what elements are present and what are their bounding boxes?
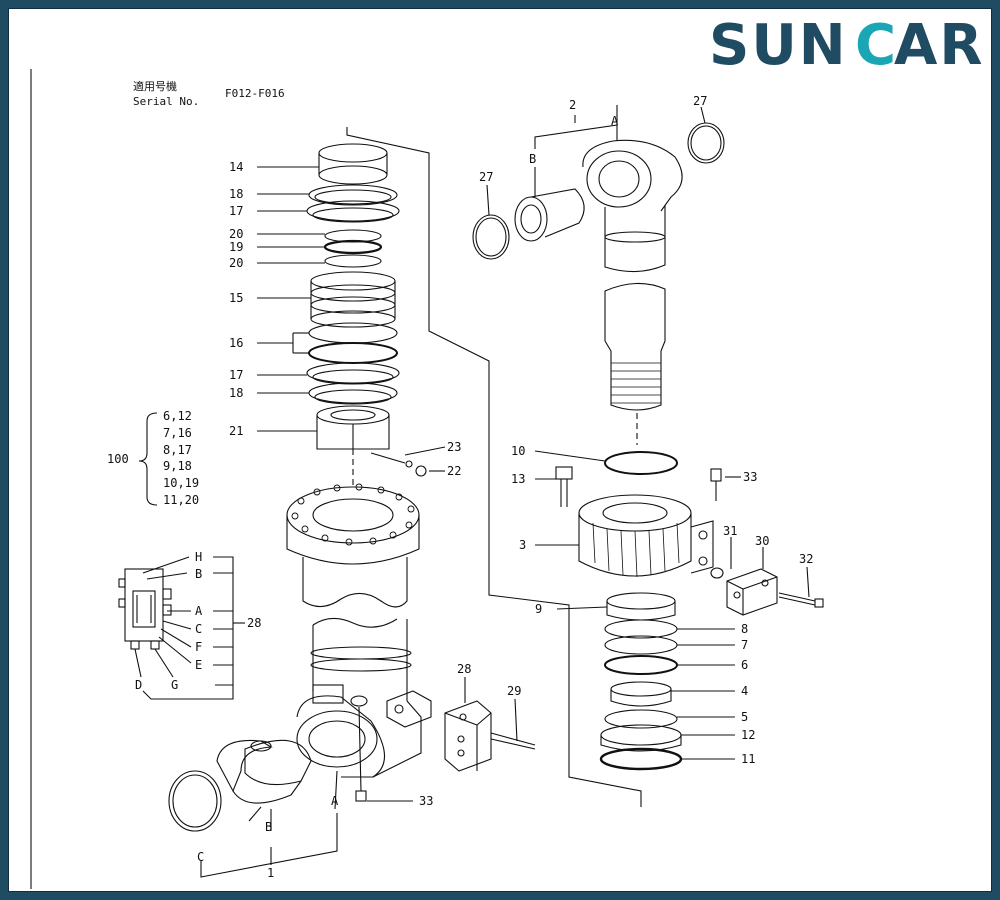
letter-A-right: A [611, 114, 619, 128]
letter-H: H [195, 550, 202, 564]
group-100-item: 6,12 [163, 409, 192, 423]
part-label-16: 16 [229, 336, 243, 350]
exploded-parts-diagram: 適用号機 Serial No. F012-F016 14 18 17 20 19… [30, 69, 824, 889]
suncar-logo: SUN C AR [709, 13, 985, 78]
letter-A-inset: A [195, 604, 203, 618]
part-label-12: 12 [741, 728, 755, 742]
group-100-label: 100 [107, 452, 129, 466]
part-label-13: 13 [511, 472, 525, 486]
serial-label: Serial No. [133, 95, 199, 108]
group-100-item: 8,17 [163, 443, 192, 457]
part-label-27b: 27 [479, 170, 493, 184]
part-label-20b: 20 [229, 256, 243, 270]
part-label-22: 22 [447, 464, 461, 478]
part-label-4: 4 [741, 684, 748, 698]
letter-C-bottom: C [197, 850, 204, 864]
part-label-14: 14 [229, 160, 243, 174]
letter-B-right: B [529, 152, 536, 166]
part-label-7: 7 [741, 638, 748, 652]
part-label-2: 2 [569, 98, 576, 112]
letter-B-bottom: B [265, 820, 272, 834]
letter-D: D [135, 678, 142, 692]
part-label-30: 30 [755, 534, 769, 548]
part-label-28-inset: 28 [247, 616, 261, 630]
group-100-item: 10,19 [163, 476, 199, 490]
part-label-3: 3 [519, 538, 526, 552]
group-100-item: 11,20 [163, 493, 199, 507]
part-label-10: 10 [511, 444, 525, 458]
part-label-33-bottom: 33 [419, 794, 433, 808]
part-label-15: 15 [229, 291, 243, 305]
letter-F: F [195, 640, 202, 654]
part-label-6: 6 [741, 658, 748, 672]
letter-A-bottom: A [331, 794, 339, 808]
part-label-27a: 27 [693, 94, 707, 108]
part-label-11: 11 [741, 752, 755, 766]
part-label-31: 31 [723, 524, 737, 538]
part-label-17a: 17 [229, 204, 243, 218]
part-label-18a: 18 [229, 187, 243, 201]
part-label-5: 5 [741, 710, 748, 724]
diagram-frame: SUN C AR [8, 8, 992, 892]
part-label-20a: 20 [229, 227, 243, 241]
serial-jp-label: 適用号機 [133, 79, 177, 93]
letter-E: E [195, 658, 202, 672]
part-label-21: 21 [229, 424, 243, 438]
part-label-8: 8 [741, 622, 748, 636]
part-label-9: 9 [535, 602, 542, 616]
part-label-1: 1 [267, 866, 274, 880]
serial-value: F012-F016 [225, 87, 285, 100]
part-label-33-right: 33 [743, 470, 757, 484]
letter-B-inset: B [195, 567, 202, 581]
part-label-17b: 17 [229, 368, 243, 382]
part-label-29: 29 [507, 684, 521, 698]
group-100-item: 9,18 [163, 459, 192, 473]
part-label-32: 32 [799, 552, 813, 566]
letter-C-inset: C [195, 622, 202, 636]
letter-G: G [171, 678, 178, 692]
part-label-19: 19 [229, 240, 243, 254]
part-label-23: 23 [447, 440, 461, 454]
part-label-18b: 18 [229, 386, 243, 400]
group-100-item: 7,16 [163, 426, 192, 440]
part-label-28: 28 [457, 662, 471, 676]
